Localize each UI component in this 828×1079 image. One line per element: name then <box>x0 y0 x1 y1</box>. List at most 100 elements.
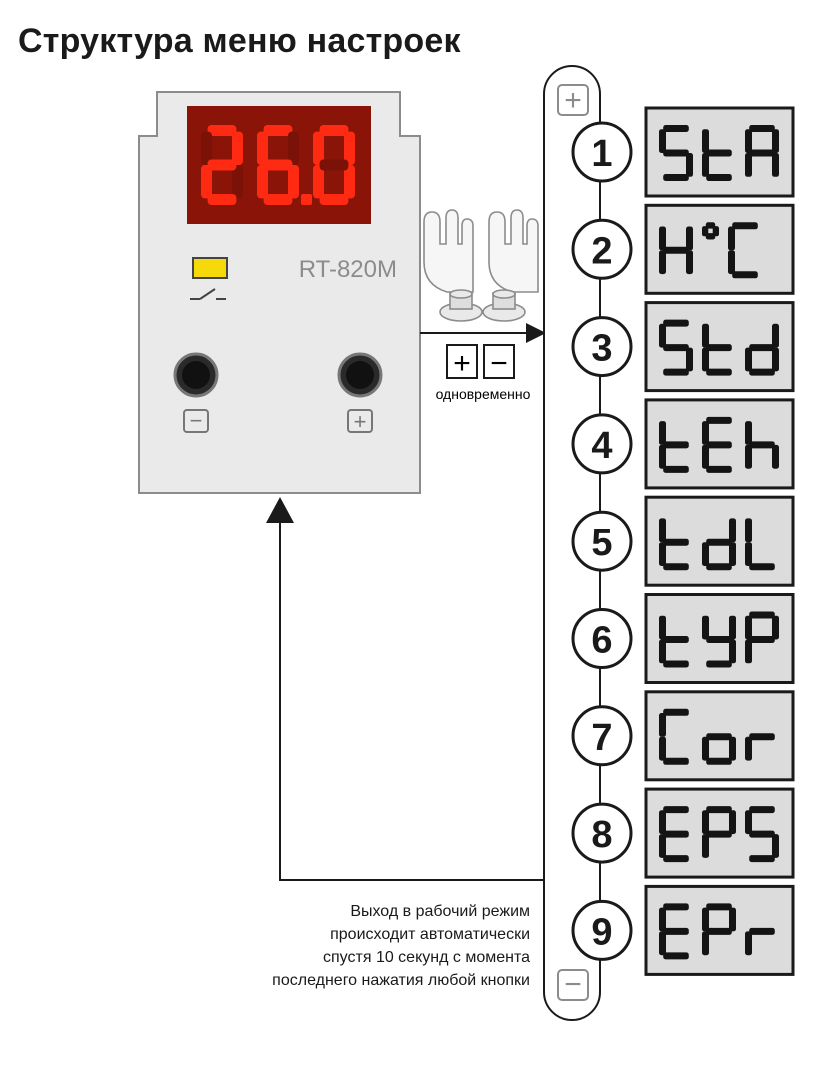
segment-f <box>745 518 752 543</box>
segment-d <box>663 952 689 960</box>
segment-d <box>663 368 689 376</box>
scroll-down-button[interactable]: − <box>557 968 589 1001</box>
segment-a <box>319 125 349 136</box>
segment-b <box>686 226 693 251</box>
return-arrow-head <box>266 497 294 523</box>
segment-f <box>745 615 752 640</box>
segment-f <box>257 131 268 165</box>
segment-d <box>749 563 775 571</box>
menu-item[interactable]: 6 <box>571 593 795 684</box>
segment-a <box>663 125 689 132</box>
segment-g <box>749 830 775 838</box>
segment-glyph <box>702 806 736 858</box>
device-plus-sign: + <box>354 409 367 434</box>
segment-e <box>745 153 752 177</box>
menu-item[interactable]: 2 <box>571 203 795 295</box>
segment-g <box>663 636 689 643</box>
segment-glyph <box>659 319 693 376</box>
segment-glyph <box>201 125 243 205</box>
segment-f <box>659 129 666 153</box>
segment-b <box>772 323 779 348</box>
menu-item[interactable]: 9 <box>571 884 795 976</box>
segment-f <box>702 323 709 348</box>
segment-f <box>659 518 666 543</box>
menu-item[interactable]: 1 <box>571 106 795 198</box>
menu-item-code <box>659 518 775 571</box>
segment-e <box>659 542 666 566</box>
device-minus-button[interactable] <box>173 352 219 398</box>
segment-f <box>702 129 709 153</box>
segment-b <box>288 131 299 165</box>
segment-d <box>663 174 689 181</box>
page-title: Структура меню настроек <box>18 22 461 60</box>
segment-f <box>745 810 752 835</box>
exit-note: Выход в рабочий режим происходит автомат… <box>150 900 530 992</box>
segment-d <box>663 563 689 571</box>
segment-glyph <box>745 421 779 469</box>
segment-e <box>659 444 666 469</box>
segment-e <box>745 736 752 761</box>
segment-f <box>659 810 666 835</box>
device-model-label: RT-820M <box>299 256 397 283</box>
menu-item[interactable]: 5 <box>571 495 795 587</box>
segment-g <box>749 344 775 352</box>
segment-glyph <box>702 903 736 956</box>
menu-item-number-badge <box>571 121 633 183</box>
segment-e <box>702 444 709 469</box>
menu-item[interactable]: 4 <box>571 398 795 490</box>
segment-g <box>663 441 689 449</box>
menu-item-code <box>659 416 779 473</box>
menu-item[interactable]: 7 <box>571 690 795 782</box>
segment-g <box>207 159 237 171</box>
segment-f <box>702 421 709 445</box>
segment-c <box>772 834 779 858</box>
segment-b <box>772 129 779 153</box>
segment-glyph <box>745 611 779 664</box>
segment-g <box>706 344 732 352</box>
segment-b <box>729 907 736 932</box>
segment-b <box>729 615 736 640</box>
segment-a <box>706 806 732 814</box>
segment-d <box>706 174 732 181</box>
segment-f <box>659 615 666 640</box>
segment-glyph <box>313 125 355 205</box>
segment-b <box>344 131 355 165</box>
segment-glyph <box>745 323 779 376</box>
segment-a <box>749 125 775 132</box>
segment-glyph <box>659 125 693 181</box>
combo-minus-box <box>483 344 515 379</box>
segment-b <box>772 615 779 640</box>
relay-indicator-led <box>192 257 228 279</box>
combo-caption: одновременно <box>436 386 531 402</box>
segment-g <box>706 441 732 449</box>
segment-g <box>663 830 689 838</box>
segment-c <box>288 165 299 199</box>
combo-minus-sign: − <box>490 347 508 380</box>
menu-item[interactable]: 3 <box>571 301 795 393</box>
segment-d <box>706 368 732 376</box>
segment-glyph <box>745 518 775 571</box>
menu-item-number-badge <box>571 316 633 378</box>
segment-f <box>702 810 709 835</box>
device-plus-button[interactable] <box>337 352 383 398</box>
segment-a <box>663 806 689 814</box>
menu-item[interactable]: 8 <box>571 787 795 879</box>
menu-item-number: 8 <box>591 814 612 856</box>
segment-d <box>706 465 732 473</box>
segment-e <box>313 165 324 199</box>
segment-a <box>663 708 689 716</box>
segment-f <box>702 907 709 932</box>
plus-sign-box <box>347 409 373 433</box>
device-display-digits <box>201 125 355 205</box>
segment-e <box>257 165 268 199</box>
combo-plus-sign: + <box>453 347 471 380</box>
segment-glyph <box>257 125 299 205</box>
segment-e <box>745 639 752 664</box>
pressed-buttons-icon <box>439 289 526 322</box>
scroll-up-button[interactable]: + <box>557 84 589 117</box>
menu-item-number-badge <box>571 802 633 864</box>
segment-e <box>659 736 666 761</box>
segment-c <box>729 736 736 761</box>
